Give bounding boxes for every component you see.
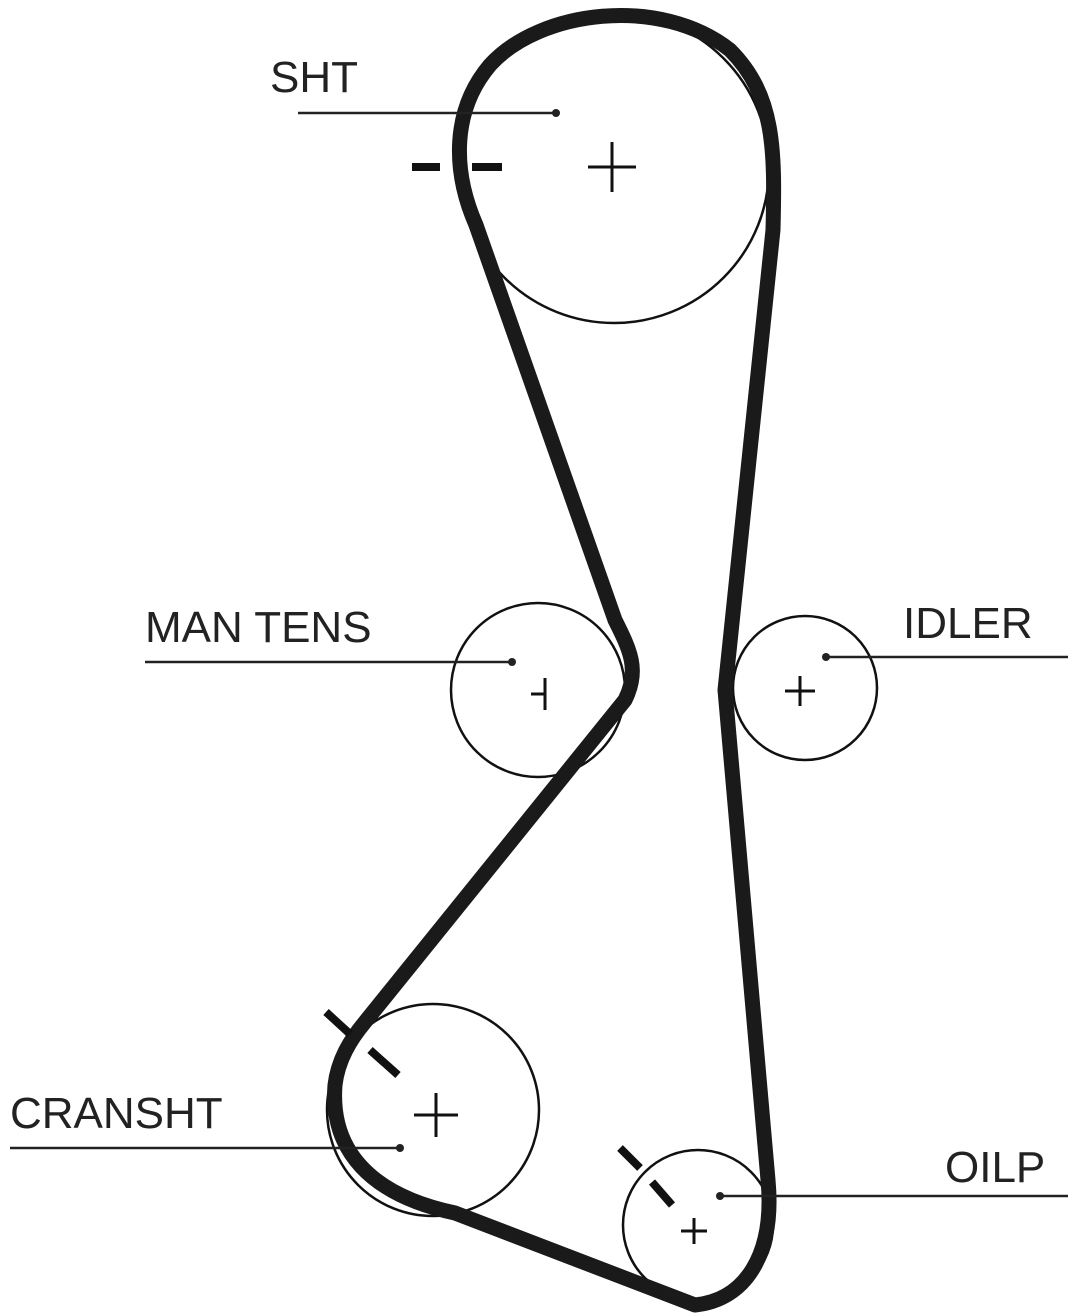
manual-tensioner-label: MAN TENS	[145, 603, 372, 652]
camshaft-leader	[298, 109, 560, 117]
idler-label: IDLER	[903, 599, 1033, 648]
crankshaft-center-mark	[414, 1093, 458, 1137]
oil-pump-center-mark	[681, 1218, 707, 1244]
manual-tensioner-leader	[145, 658, 516, 666]
crankshaft-pulley	[325, 1002, 541, 1218]
manual-tensioner-center-mark	[531, 678, 547, 710]
manual-tensioner-pulley	[449, 601, 627, 779]
crankshaft-leader	[10, 1144, 404, 1152]
crankshaft-timing-mark	[323, 1009, 401, 1078]
idler-pulley	[731, 614, 879, 762]
timing-belt	[327, 8, 782, 1313]
idler-center-mark	[785, 676, 815, 706]
idler-leader	[822, 653, 1068, 661]
crankshaft-label: CRANSHT	[10, 1089, 223, 1138]
oil-pump-leader	[716, 1192, 1068, 1200]
camshaft-label: SHT	[270, 53, 358, 102]
oil-pump-label: OILP	[945, 1143, 1045, 1192]
camshaft-center-mark	[588, 142, 636, 192]
oil-pump-timing-mark	[617, 1145, 676, 1208]
